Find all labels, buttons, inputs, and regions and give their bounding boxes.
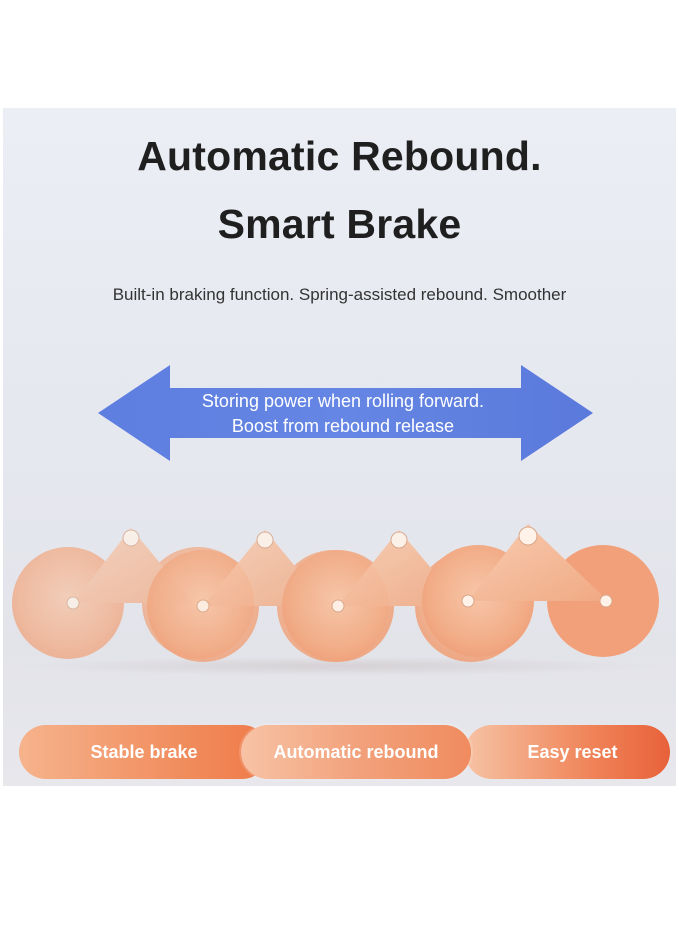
double-arrow-icon <box>98 365 593 461</box>
feature-label: Stable brake <box>90 741 198 762</box>
roller-shadow <box>13 656 663 676</box>
arrow-text-line-2: Boost from rebound release <box>231 416 455 436</box>
subtitle: Built-in braking function. Spring-assist… <box>112 285 567 304</box>
product-banner: Automatic Rebound. Smart Brake Built-in … <box>3 108 676 786</box>
feature-pill-easy-reset: Easy reset <box>465 725 670 779</box>
feature-pill-automatic-rebound: Automatic rebound <box>241 725 471 779</box>
headline-line-2: Smart Brake <box>217 201 462 247</box>
roller-illustration <box>12 524 659 662</box>
feature-pill-stable-brake: Stable brake <box>19 725 269 779</box>
arrow-text-line-1: Storing power when rolling forward. <box>201 391 485 411</box>
feature-label: Automatic rebound <box>273 741 439 762</box>
roller-unit-4 <box>422 524 659 657</box>
feature-label: Easy reset <box>527 741 618 762</box>
headline-line-1: Automatic Rebound. <box>137 133 542 179</box>
